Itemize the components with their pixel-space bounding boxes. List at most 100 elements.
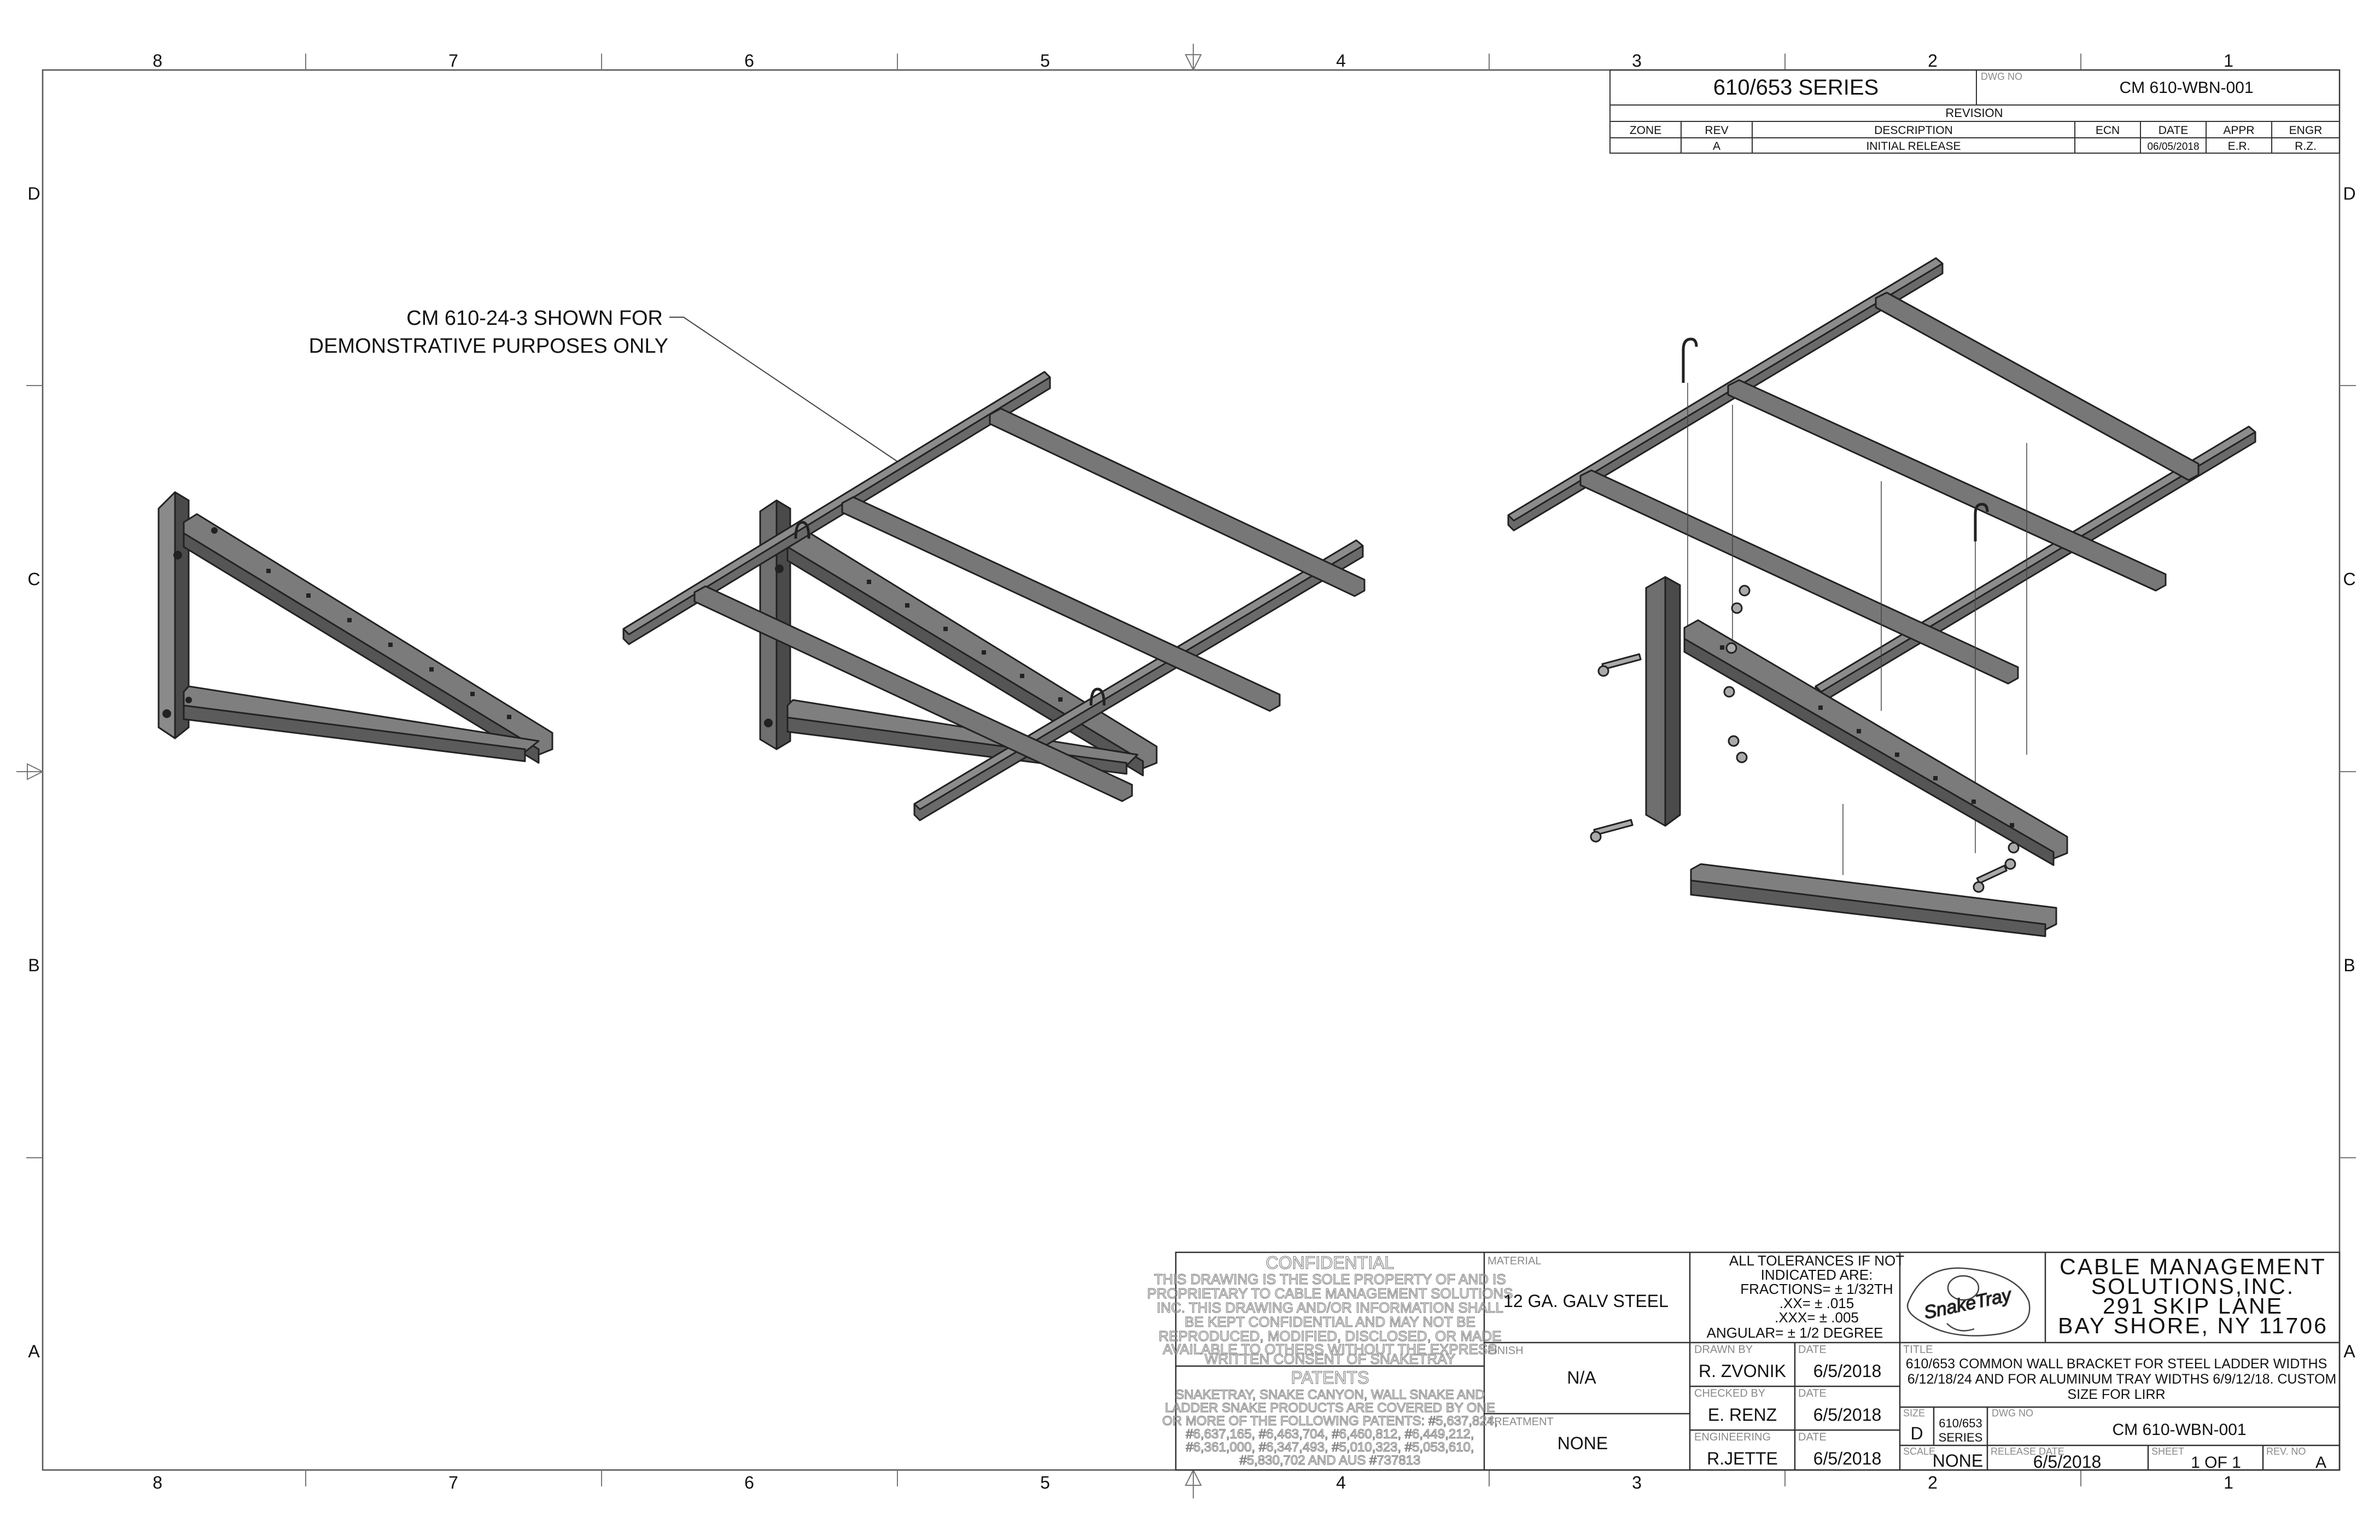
- title-line: 6/12/18/24 AND FOR ALUMINUM TRAY WIDTHS …: [1908, 1372, 2337, 1387]
- company-line: CABLE MANAGEMENT: [2060, 1254, 2326, 1279]
- zone-col-5: 5: [1040, 51, 1050, 71]
- title-line: SIZE FOR LIRR: [2067, 1387, 2165, 1402]
- confidential-notice: CONFIDENTIAL THIS DRAWING IS THE SOLE PR…: [1147, 1252, 1513, 1367]
- patents-line: #6,637,165, #6,463,704, #6,460,812, #6,4…: [1186, 1427, 1474, 1442]
- exploded-view: [1507, 257, 2256, 937]
- zone-col-6: 6: [744, 51, 754, 71]
- rev-row-date: 06/05/2018: [2147, 141, 2199, 153]
- tolerance-line: ALL TOLERANCES IF NOT: [1729, 1252, 1904, 1269]
- rev-no-value: A: [2315, 1454, 2326, 1472]
- confidential-line: AVAILABLE TO OTHERS WITHOUT THE EXPRESS: [1163, 1341, 1497, 1357]
- engineering-value: R.JETTE: [1707, 1449, 1778, 1468]
- zone-col-4: 4: [1336, 1473, 1346, 1492]
- size-label: SIZE: [1903, 1408, 1925, 1419]
- bracket-with-ladder-view: [622, 371, 1366, 821]
- revision-dwg-no: CM 610-WBN-001: [2119, 79, 2253, 97]
- treatment-value: NONE: [1558, 1433, 1608, 1453]
- company-line: 291 SKIP LANE: [2103, 1293, 2283, 1319]
- company-line: SOLUTIONS,INC.: [2091, 1274, 2295, 1299]
- zone-col-4: 4: [1336, 51, 1346, 71]
- zone-col-2: 2: [1928, 51, 1938, 71]
- rev-no-label: REV. NO: [2266, 1446, 2306, 1457]
- title-label: TITLE: [1903, 1344, 1933, 1356]
- rev-header-rev: REV: [1705, 124, 1728, 137]
- material-value: 12 GA. GALV STEEL: [1503, 1291, 1669, 1311]
- release-date-label: RELEASE DATE: [1991, 1446, 2064, 1457]
- series-line-2: SERIES: [1939, 1431, 1983, 1444]
- confidential-line: REPRODUCED, MODIFIED, DISCLOSED, OR MADE: [1159, 1328, 1502, 1344]
- zone-col-5: 5: [1040, 1473, 1050, 1492]
- tolerance-line: ANGULAR= ± 1/2 DEGREE: [1707, 1325, 1883, 1341]
- drawn-by-value: R. ZVONIK: [1699, 1361, 1786, 1381]
- size-value: D: [1910, 1424, 1923, 1443]
- revision-block: 610/653 SERIES DWG NO CM 610-WBN-001 REV…: [1609, 69, 2340, 154]
- sheet-label: SHEET: [2151, 1446, 2184, 1457]
- zone-col-8: 8: [153, 1473, 162, 1492]
- confidential-line: BE KEPT CONFIDENTIAL AND MAY NOT BE: [1185, 1314, 1475, 1330]
- patents-title: PATENTS: [1291, 1368, 1369, 1387]
- checked-date-value: 6/5/2018: [1813, 1405, 1882, 1425]
- sheet-value: 1 OF 1: [2191, 1454, 2241, 1472]
- callout-leader-line: [669, 317, 903, 465]
- release-date-value: 6/5/2018: [2033, 1452, 2102, 1472]
- zone-col-8: 8: [153, 51, 162, 71]
- zone-row-a: A: [28, 1341, 40, 1361]
- revision-title: REVISION: [1945, 106, 2003, 120]
- confidential-line: INC. THIS DRAWING AND/OR INFORMATION SHA…: [1157, 1299, 1503, 1316]
- zone-row-b: B: [2343, 955, 2355, 975]
- finish-label: FINISH: [1488, 1345, 1524, 1357]
- drawn-by-label: DRAWN BY: [1694, 1344, 1753, 1356]
- confidential-title: CONFIDENTIAL: [1266, 1253, 1395, 1273]
- drawn-date-label: DATE: [1798, 1344, 1827, 1356]
- rev-header-date: DATE: [2159, 124, 2188, 137]
- tolerance-line: .XXX= ± .005: [1775, 1309, 1859, 1326]
- dwg-no-label: DWG NO: [1992, 1408, 2033, 1419]
- checked-by-label: CHECKED BY: [1694, 1387, 1765, 1399]
- drawn-date-value: 6/5/2018: [1813, 1361, 1882, 1381]
- patents-line: OR MORE OF THE FOLLOWING PATENTS: #5,637…: [1162, 1414, 1498, 1428]
- dwg-no-value: CM 610-WBN-001: [2112, 1421, 2246, 1439]
- zone-col-1: 1: [2224, 51, 2233, 71]
- zone-col-6: 6: [744, 1473, 754, 1492]
- callout-note: CM 610-24-3 SHOWN FOR DEMONSTRATIVE PURP…: [309, 307, 903, 465]
- rev-row-description: INITIAL RELEASE: [1866, 140, 1961, 153]
- revision-series: 610/653 SERIES: [1713, 75, 1879, 100]
- series-line-1: 610/653: [1939, 1416, 1982, 1430]
- zone-row-d: D: [27, 184, 40, 203]
- drawing-title: 610/653 COMMON WALL BRACKET FOR STEEL LA…: [1906, 1356, 2337, 1402]
- patents-line: SNAKETRAY, SNAKE CANYON, WALL SNAKE AND: [1175, 1387, 1485, 1402]
- patents-line: #5,830,702 AND AUS #737813: [1240, 1453, 1421, 1468]
- revision-row: A INITIAL RELEASE 06/05/2018 E.R. R.Z.: [1713, 140, 2317, 153]
- scale-value: NONE: [1933, 1451, 1983, 1471]
- treatment-label: TREATMENT: [1488, 1416, 1554, 1428]
- rev-header-appr: APPR: [2223, 124, 2254, 137]
- rev-header-ecn: ECN: [2096, 124, 2120, 137]
- engineering-date-value: 6/5/2018: [1813, 1449, 1882, 1468]
- rev-header-engr: ENGR: [2289, 124, 2323, 137]
- zone-row-d: D: [2343, 184, 2355, 203]
- company-line: BAY SHORE, NY 11706: [2058, 1313, 2328, 1338]
- zone-col-7: 7: [448, 1473, 458, 1492]
- row-labels-right: D C B A: [2343, 184, 2355, 1361]
- row-labels-left: D C B A: [27, 184, 40, 1361]
- engineering-date-label: DATE: [1798, 1431, 1827, 1443]
- zone-col-3: 3: [1632, 51, 1642, 71]
- zone-row-b: B: [28, 955, 39, 975]
- engineering-label: ENGINEERING: [1694, 1431, 1771, 1443]
- patents-line: #6,361,000, #6,347,493, #5,010,323, #5,0…: [1186, 1440, 1474, 1455]
- rev-header-description: DESCRIPTION: [1874, 124, 1953, 137]
- column-labels-bottom: 8 7 6 5 4 3 2 1: [153, 1473, 2233, 1492]
- wall-bracket-view: [158, 491, 553, 764]
- callout-line-2: DEMONSTRATIVE PURPOSES ONLY: [309, 335, 668, 358]
- confidential-line: PROPRIETARY TO CABLE MANAGEMENT SOLUTION…: [1147, 1285, 1513, 1302]
- column-labels-top: 8 7 6 5 4 3 2 1: [153, 51, 2233, 71]
- zone-row-c: C: [2343, 569, 2355, 589]
- rev-row-appr: E.R.: [2228, 140, 2250, 153]
- rev-row-rev: A: [1713, 140, 1720, 153]
- tolerances: ALL TOLERANCES IF NOT INDICATED ARE: FRA…: [1707, 1252, 1905, 1341]
- zone-col-3: 3: [1632, 1473, 1642, 1492]
- zone-row-a: A: [2343, 1341, 2355, 1361]
- zone-col-1: 1: [2224, 1473, 2233, 1492]
- zone-col-7: 7: [448, 51, 458, 71]
